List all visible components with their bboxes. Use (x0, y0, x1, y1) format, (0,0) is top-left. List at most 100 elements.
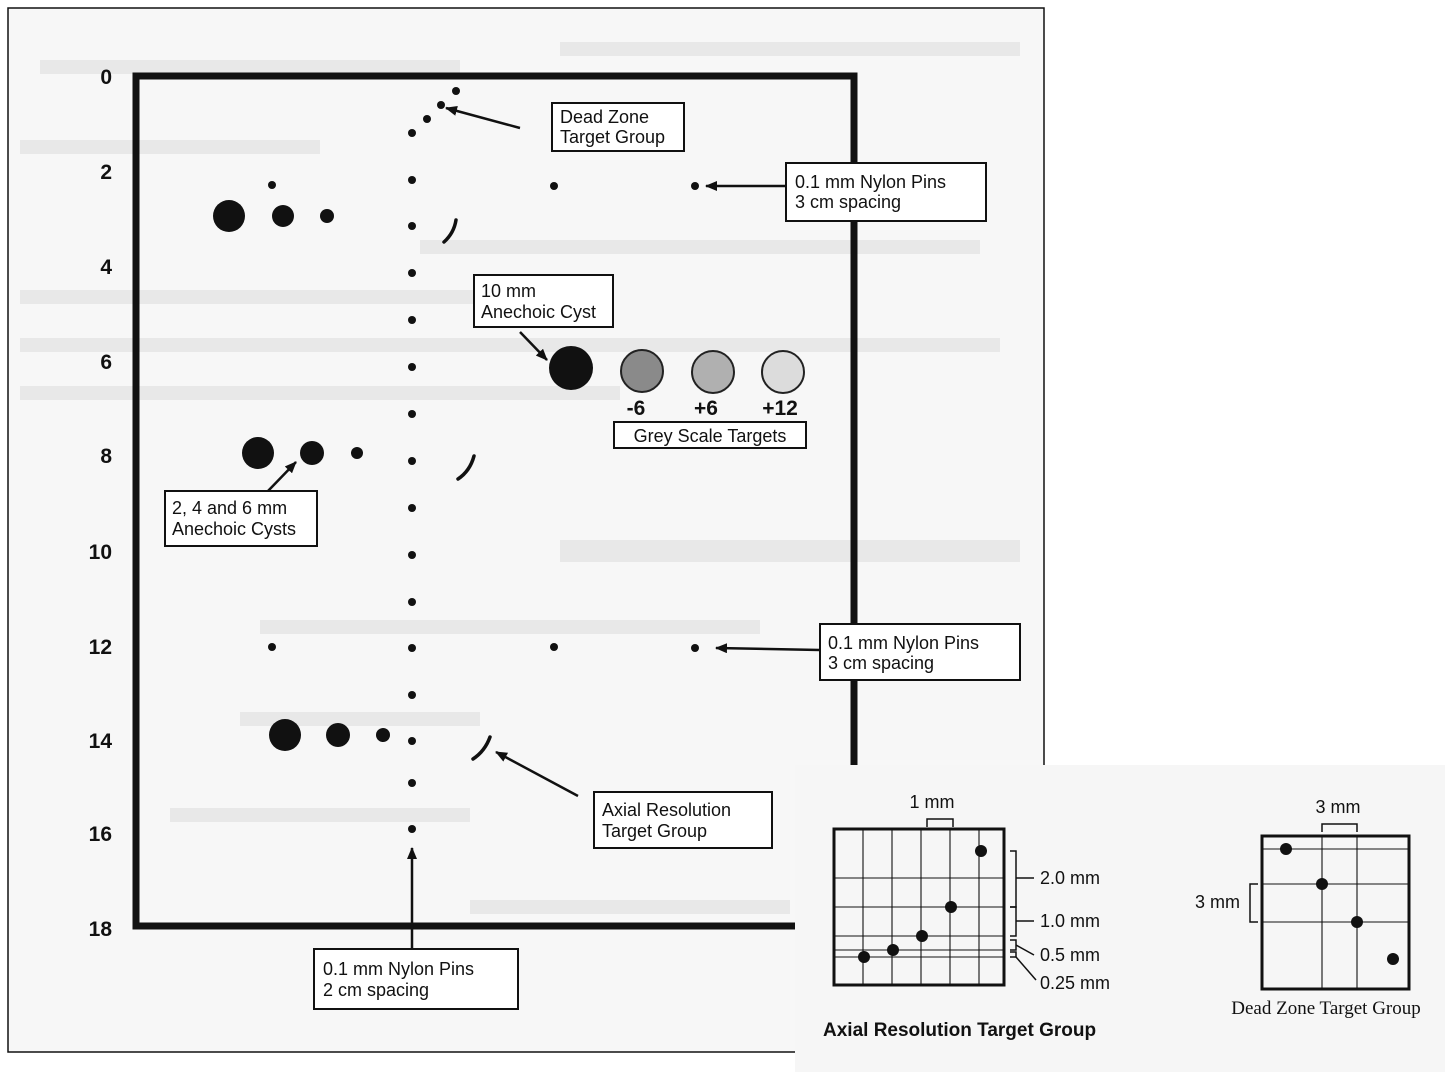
anechoic-cysts (213, 200, 390, 751)
callout-nylon-pins-bottom: 0.1 mm Nylon Pins 2 cm spacing (313, 948, 519, 1010)
callout-grey-scale: Grey Scale Targets (613, 421, 807, 449)
axial-dim-label: 0.25 mm (1040, 973, 1110, 993)
nylon-pin (408, 316, 416, 324)
axial-dim-label: 2.0 mm (1040, 868, 1100, 888)
nylon-pin (408, 551, 416, 559)
depth-label: 4 (100, 256, 112, 279)
axial-inset-caption: Axial Resolution Target Group (823, 1020, 1096, 1041)
nylon-pin (550, 182, 558, 190)
dead-zone-top-bracket (1321, 823, 1358, 832)
svg-text:0.1 mm Nylon Pins: 0.1 mm Nylon Pins (795, 172, 946, 192)
horizontal-pin-rows (268, 181, 699, 652)
nylon-pin (408, 691, 416, 699)
axial-mark (471, 735, 492, 761)
depth-label: 0 (100, 66, 112, 89)
grey-scale-target (691, 350, 735, 394)
dead-zone-pin (452, 87, 460, 95)
axial-mark (456, 454, 476, 481)
svg-text:Target Group: Target Group (602, 821, 707, 841)
axial-target (887, 944, 899, 956)
dead-zone-targets (423, 87, 460, 123)
axial-resolution-inset: 1 mm 2.0 mm 1.0 mm 0.5 mm 0.25 mm Axial … (823, 792, 1110, 1041)
callout-dead-zone: Dead Zone Target Group (551, 102, 685, 152)
dead-zone-target (1351, 916, 1363, 928)
cyst-small (376, 728, 390, 742)
cyst-10mm (549, 346, 593, 390)
cyst-small (351, 447, 363, 459)
depth-label: 10 (89, 541, 112, 564)
depth-label: 8 (100, 445, 112, 468)
grey-scale-labels: -6 +6 +12 (627, 397, 798, 420)
nylon-pin (408, 222, 416, 230)
svg-text:2 cm spacing: 2 cm spacing (323, 980, 429, 1000)
axial-dim-label: 0.5 mm (1040, 945, 1100, 965)
svg-text:0.1 mm Nylon Pins: 0.1 mm Nylon Pins (828, 633, 979, 653)
dead-zone-grid-frame (1260, 834, 1411, 991)
cyst-medium (300, 441, 324, 465)
dead-zone-target (1387, 953, 1399, 965)
grey-scale-label: -6 (627, 397, 646, 420)
dead-zone-inset-caption: Dead Zone Target Group (1231, 998, 1421, 1019)
grey-scale-label: +12 (762, 397, 798, 420)
dead-zone-inset: 3 mm 3 mm Dead Zone Target Group (1195, 797, 1421, 1019)
arrow (715, 643, 821, 654)
svg-text:10 mm: 10 mm (481, 281, 536, 301)
svg-text:Axial Resolution: Axial Resolution (602, 800, 731, 820)
axial-target (945, 901, 957, 913)
nylon-pin (408, 825, 416, 833)
nylon-pin (408, 504, 416, 512)
cyst-large (269, 719, 301, 751)
nylon-pin (691, 182, 699, 190)
callout-axial-resolution: Axial Resolution Target Group (593, 791, 773, 849)
phantom-outline (132, 72, 858, 930)
axial-dim-brackets (1010, 850, 1037, 981)
axial-target (858, 951, 870, 963)
depth-label: 6 (100, 351, 112, 374)
callout-nylon-pins-top: 0.1 mm Nylon Pins 3 cm spacing (785, 162, 987, 222)
axial-mark (442, 218, 458, 244)
cyst-large (213, 200, 245, 232)
nylon-pin (691, 644, 699, 652)
svg-text:3 cm spacing: 3 cm spacing (795, 192, 901, 212)
cyst-medium (272, 205, 294, 227)
depth-label: 12 (89, 636, 112, 659)
axial-top-label: 1 mm (910, 792, 955, 812)
callout-arrows (267, 106, 821, 948)
inset-panel (795, 765, 1445, 1072)
grey-scale-label: +6 (694, 397, 718, 420)
grey-scale-target (620, 349, 664, 393)
dead-zone-target (1280, 843, 1292, 855)
depth-label: 2 (100, 161, 112, 184)
dead-zone-pin (437, 101, 445, 109)
cyst-medium (326, 723, 350, 747)
svg-text:3 cm spacing: 3 cm spacing (828, 653, 934, 673)
axial-grid-lines (834, 829, 1004, 985)
dead-zone-target (1316, 878, 1328, 890)
nylon-pin (550, 643, 558, 651)
axial-target (916, 930, 928, 942)
svg-text:Grey Scale Targets: Grey Scale Targets (634, 426, 787, 446)
nylon-pin (408, 598, 416, 606)
nylon-pin (268, 643, 276, 651)
dead-zone-side-bracket (1249, 883, 1258, 923)
nylon-pin (268, 181, 276, 189)
nylon-pin (408, 457, 416, 465)
cyst-small (320, 209, 334, 223)
svg-text:Anechoic Cysts: Anechoic Cysts (172, 519, 296, 539)
svg-text:2, 4 and 6 mm: 2, 4 and 6 mm (172, 498, 287, 518)
dead-zone-side-label: 3 mm (1195, 892, 1240, 912)
depth-label: 18 (89, 918, 113, 941)
arrow (267, 461, 297, 492)
axial-top-bracket (926, 818, 954, 827)
cyst-large (242, 437, 274, 469)
callout-anechoic-small: 2, 4 and 6 mm Anechoic Cysts (164, 490, 318, 547)
arrow (519, 331, 548, 361)
axial-resolution-marks (442, 218, 492, 761)
callout-anechoic-10mm: 10 mm Anechoic Cyst (473, 274, 614, 328)
nylon-pin (408, 363, 416, 371)
svg-text:Anechoic Cyst: Anechoic Cyst (481, 302, 596, 322)
nylon-pin (408, 176, 416, 184)
nylon-pin (408, 410, 416, 418)
nylon-pin (408, 644, 416, 652)
callout-nylon-pins-mid: 0.1 mm Nylon Pins 3 cm spacing (819, 623, 1021, 681)
